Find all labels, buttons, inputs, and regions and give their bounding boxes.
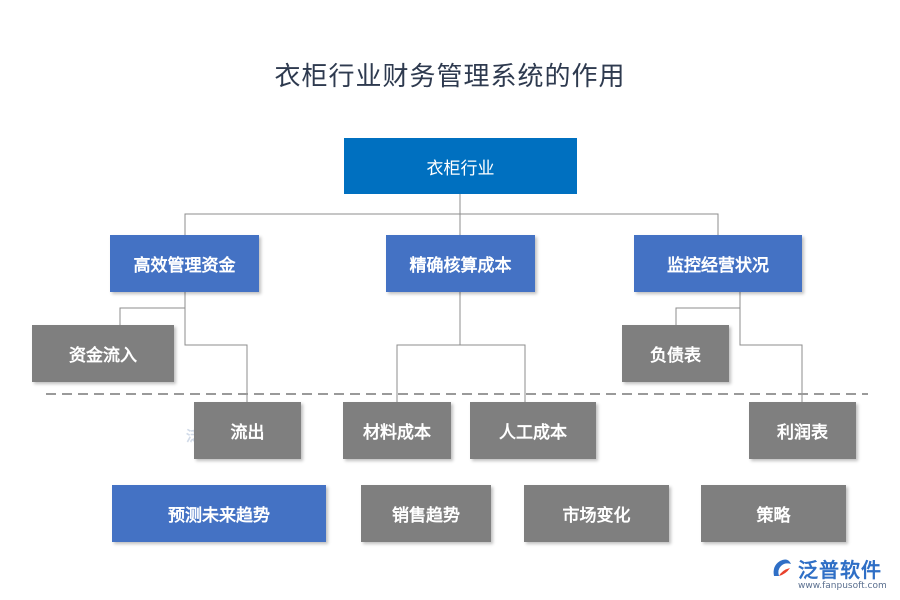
- labor-connector: [460, 344, 526, 402]
- cash-in-connector: [119, 291, 186, 326]
- liabilities-node: 负债表: [622, 325, 729, 382]
- labor-cost-node: 人工成本: [470, 402, 596, 459]
- liabilities-connector: [675, 291, 741, 326]
- brand-url: www.fanpusoft.com: [798, 581, 887, 591]
- fanpu-logo-icon: [773, 559, 791, 576]
- diagram-title: 衣柜行业财务管理系统的作用: [274, 62, 626, 92]
- root-node: 衣柜行业: [344, 138, 577, 194]
- profit-statement-node: 利润表: [749, 402, 856, 459]
- forecast-trend-node: 预测未来趋势: [112, 485, 326, 542]
- profit-connector: [739, 308, 803, 402]
- cash-in-node: 资金流入: [32, 325, 174, 382]
- cash-out-node: 流出: [194, 402, 301, 459]
- sales-trend-node: 销售趋势: [361, 485, 491, 542]
- cost-accounting-node: 精确核算成本: [386, 235, 535, 292]
- material-connector: [396, 291, 461, 402]
- market-change-node: 市场变化: [524, 485, 669, 542]
- efficient-funds-node: 高效管理资金: [110, 235, 259, 292]
- cash-out-connector: [184, 308, 248, 402]
- strategy-node: 策略: [701, 485, 846, 542]
- brand-name: 泛普软件: [798, 558, 882, 582]
- level1-bus-line: [184, 213, 719, 236]
- monitor-operations-node: 监控经营状况: [634, 235, 802, 292]
- brand-logo: 泛普软件 www.fanpusoft.com: [768, 554, 898, 596]
- material-cost-node: 材料成本: [343, 402, 451, 459]
